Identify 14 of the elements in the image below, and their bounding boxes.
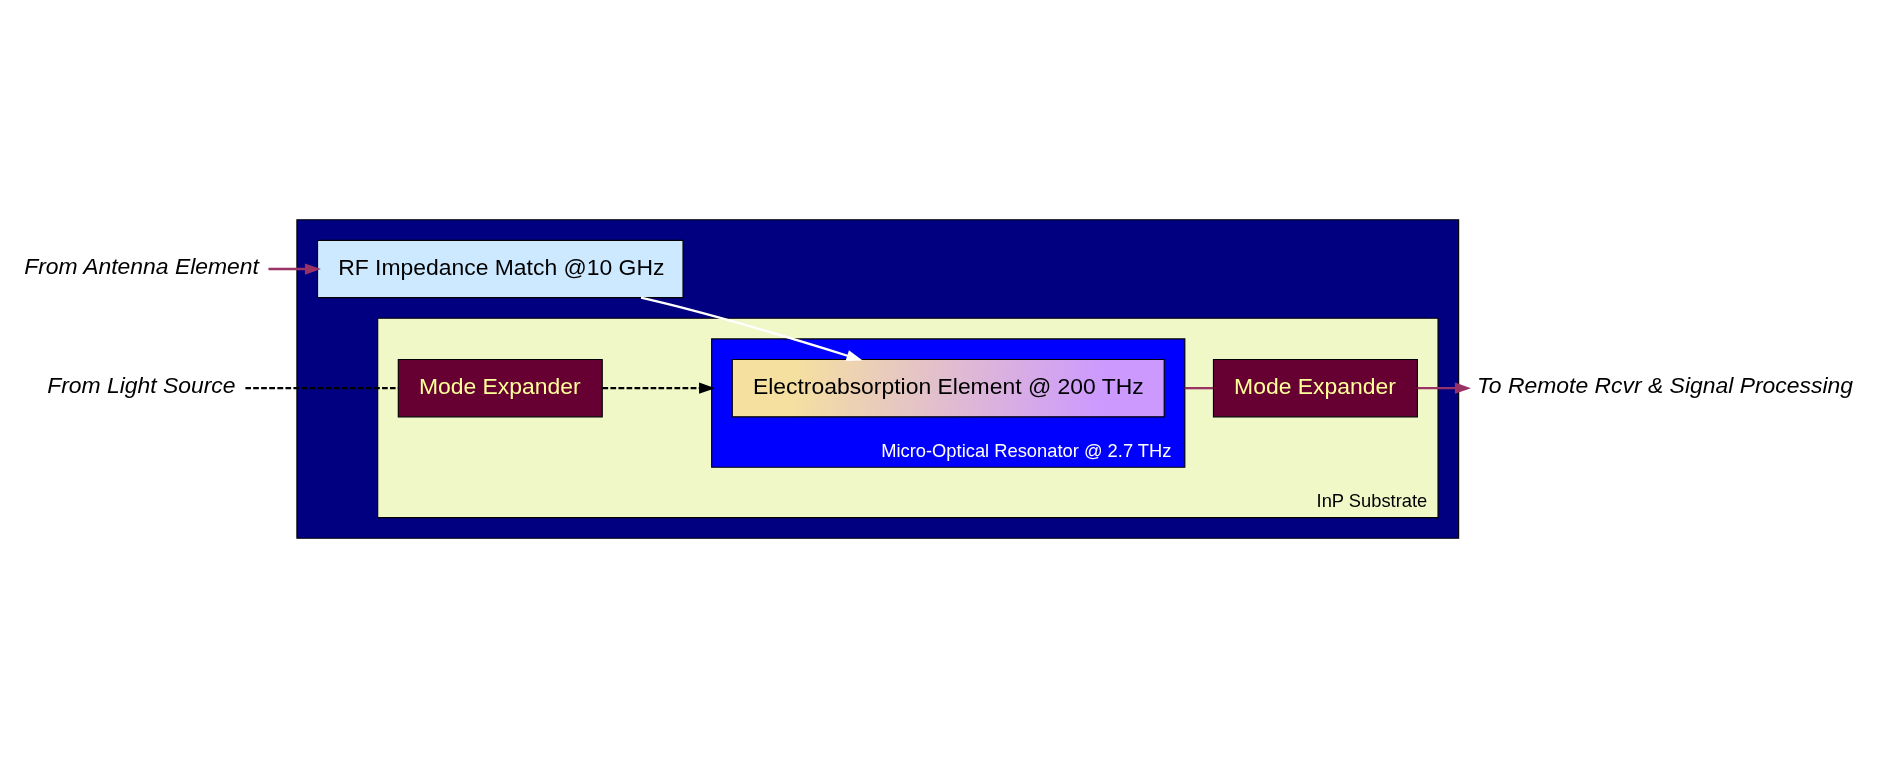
arrow — [1417, 382, 1471, 394]
node-text: To Remote Rcvr & Signal Processing — [1476, 371, 1853, 398]
arrow — [640, 296, 863, 361]
connector — [1184, 386, 1214, 389]
node-box: Mode Expander — [397, 358, 603, 417]
node-box: Mode Expander — [1212, 358, 1418, 417]
node-text: From Light Source — [47, 371, 236, 398]
node-box: Electroabsorption Element @ 200 THz — [731, 358, 1165, 417]
connector — [245, 386, 399, 389]
arrow — [268, 262, 321, 275]
node-text: From Antenna Element — [24, 252, 259, 279]
arrow — [602, 382, 716, 394]
cluster — [296, 218, 1460, 539]
node-box: RF Impedance Match @10 GHz — [316, 239, 684, 298]
